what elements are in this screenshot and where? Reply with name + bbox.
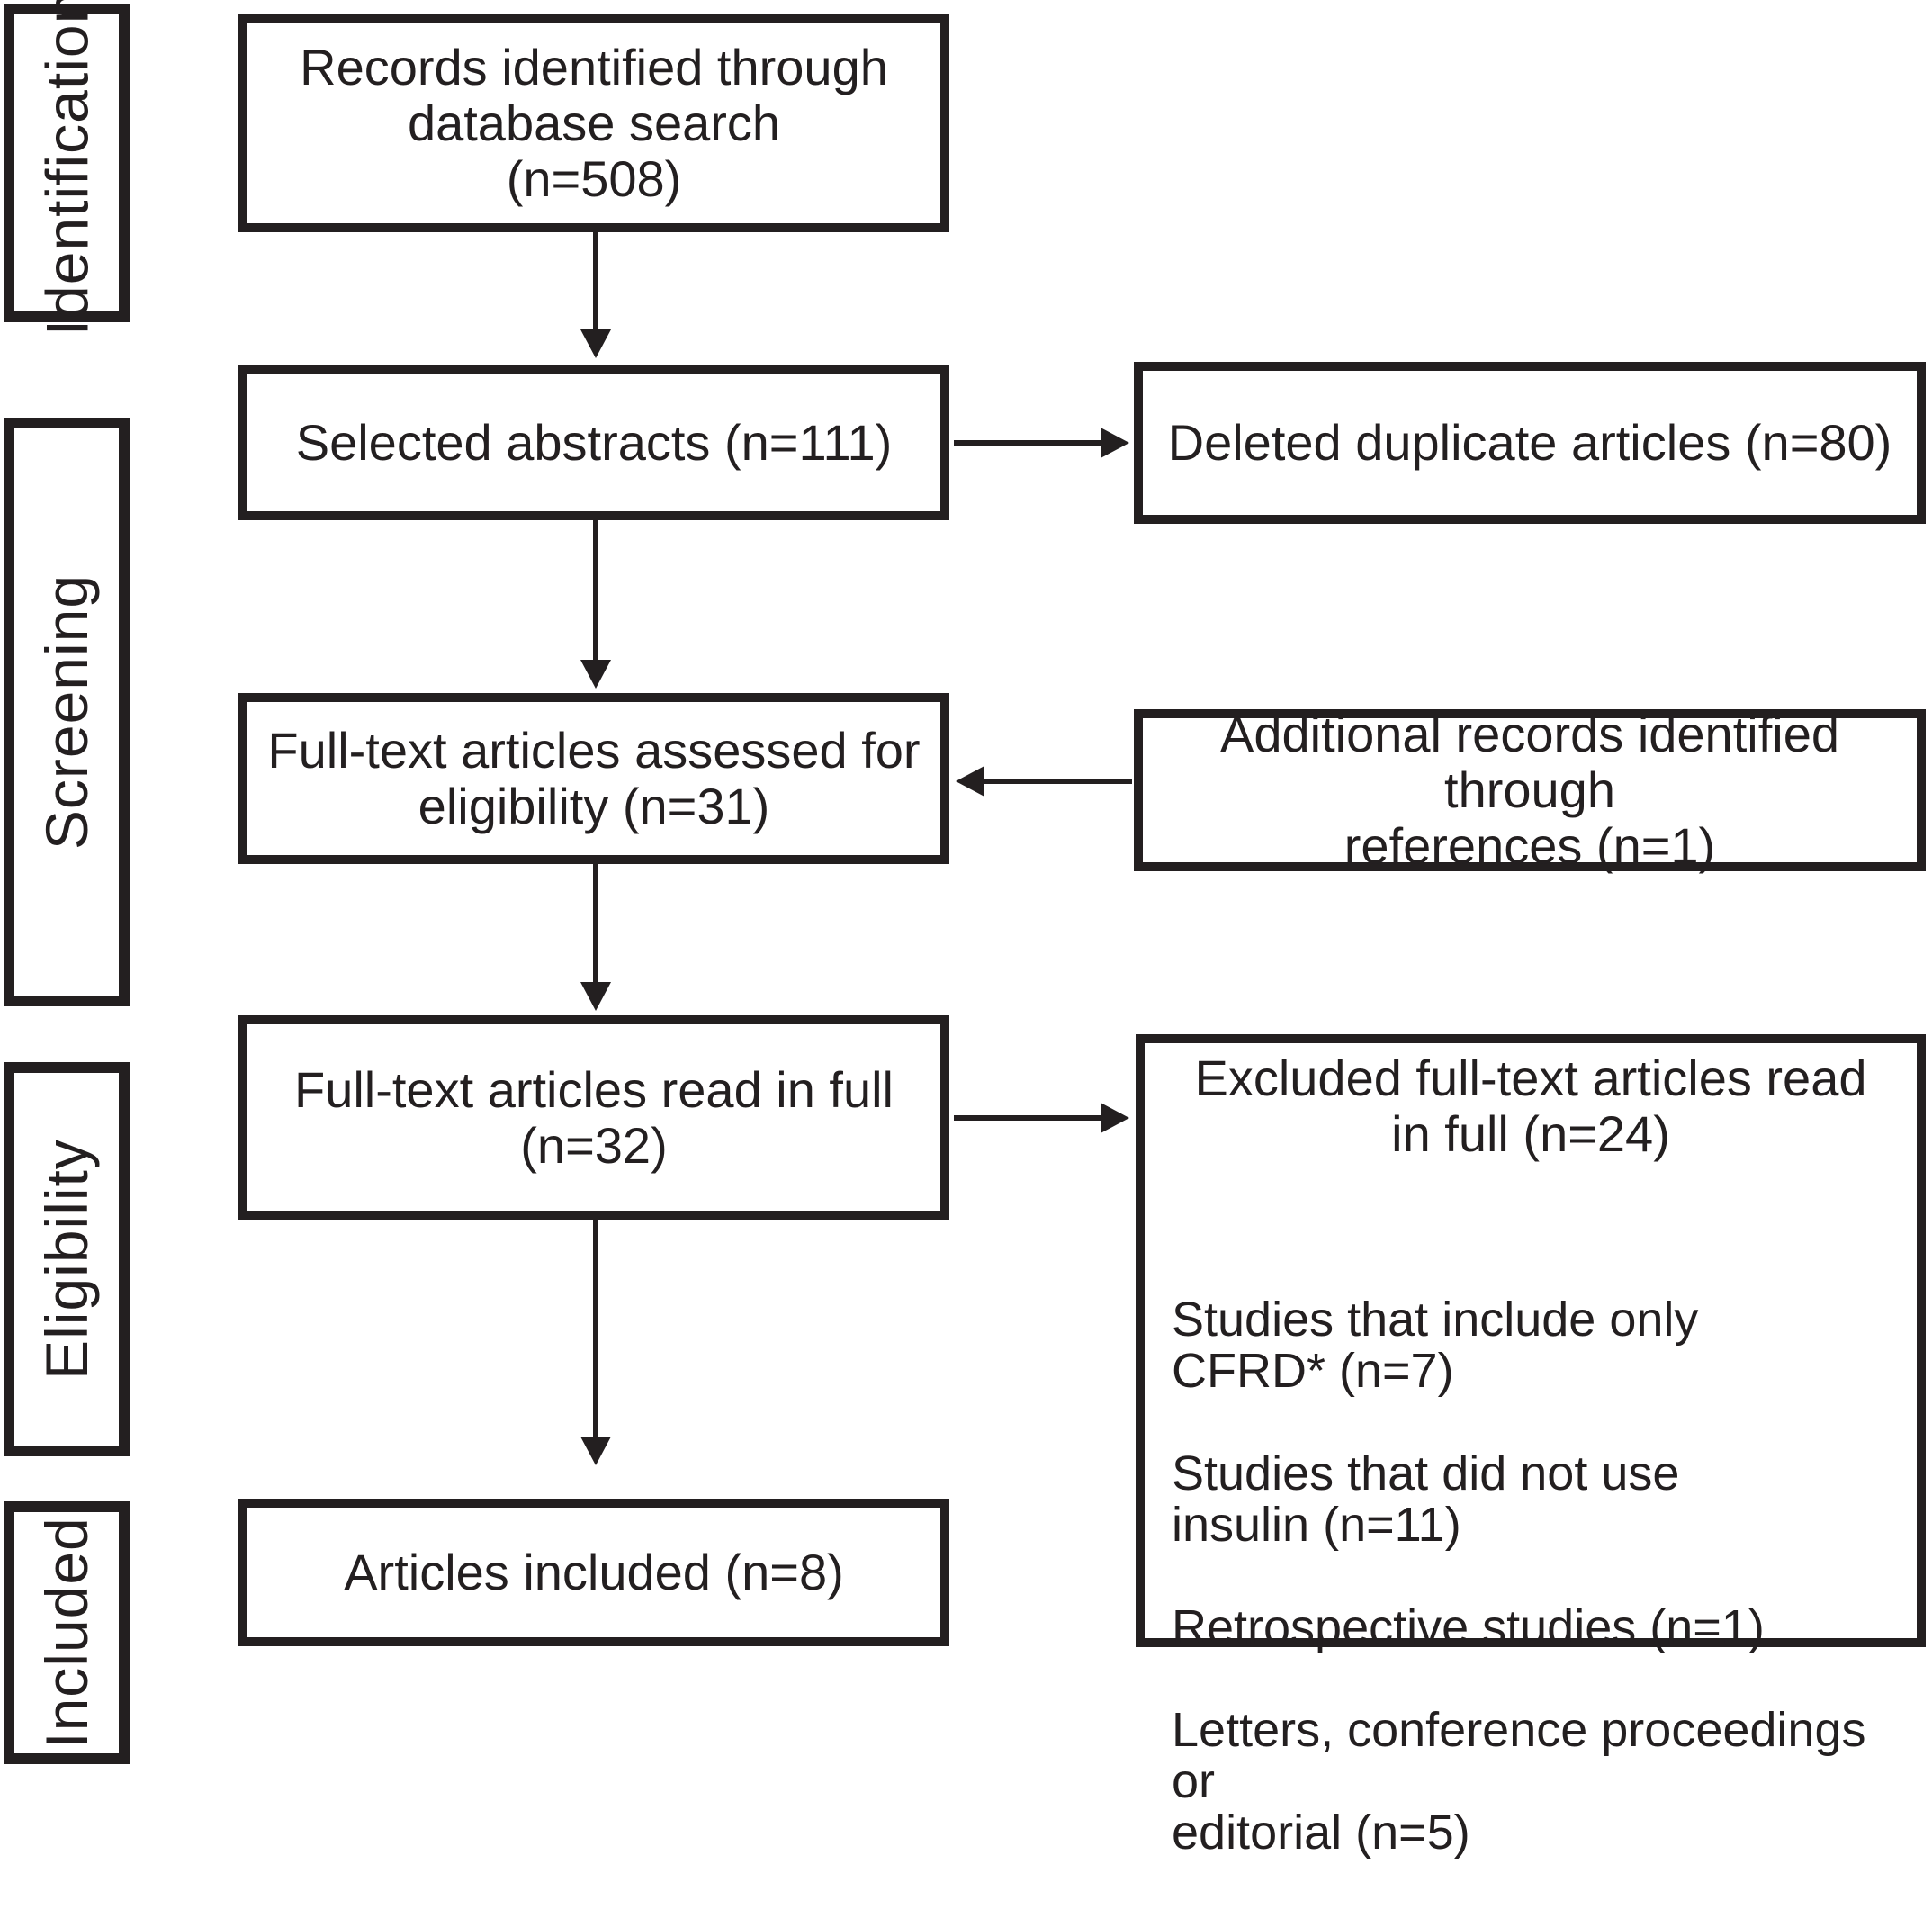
box-fulltext-assessed: Full-text articles assessed for eligibil… <box>238 693 949 864</box>
stage-eligibility: Eligibility <box>4 1062 130 1456</box>
box-deleted-duplicates: Deleted duplicate articles (n=80) <box>1134 362 1926 524</box>
stage-included: Included <box>4 1501 130 1764</box>
excluded-reason-retrospective: Retrospective studies (n=1) <box>1172 1600 1765 1654</box>
excluded-heading: Excluded full-text articles read in full… <box>1194 1050 1867 1162</box>
box-selected-abstracts: Selected abstracts (n=111) <box>238 365 949 520</box>
excluded-reasons-list: Studies that include only CFRD* (n=7) St… <box>1154 1243 1908 1910</box>
box-additional-records: Additional records identified through re… <box>1134 707 1926 874</box>
stage-included-label: Included <box>33 1517 100 1749</box>
stage-identification-label: Identification <box>33 0 101 337</box>
stage-identification: Identification <box>4 0 130 336</box>
box-articles-included: Articles included (n=8) <box>238 1499 949 1646</box>
box-fulltext-read: Full-text articles read in full (n=32) <box>238 1015 949 1220</box>
prisma-flow-diagram: Identification Screening Eligibility Inc… <box>4 0 1926 1859</box>
box-records-identified: Records identified through database sear… <box>238 14 949 232</box>
excluded-reason-cfrd: Studies that include only CFRD* (n=7) <box>1172 1293 1699 1398</box>
box-excluded-fulltext: Excluded full-text articles read in full… <box>1136 1034 1926 1859</box>
stage-screening: Screening <box>4 418 130 1006</box>
stage-eligibility-label: Eligibility <box>33 1139 100 1380</box>
excluded-reason-no-insulin: Studies that did not use insulin (n=11) <box>1172 1446 1680 1552</box>
excluded-reason-letters: Letters, conference proceedings or edito… <box>1172 1703 1866 1860</box>
stage-screening-label: Screening <box>33 573 101 851</box>
